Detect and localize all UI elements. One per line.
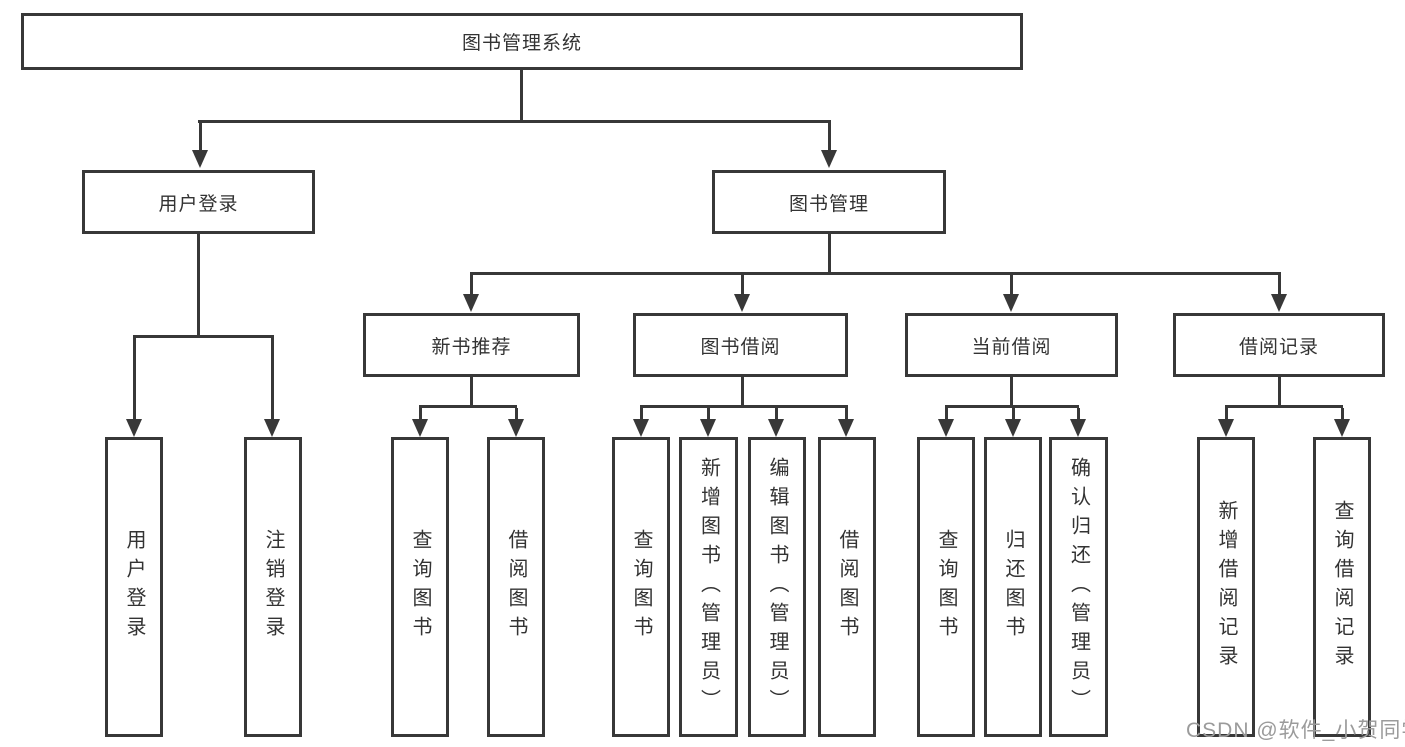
node-label: 查询借阅记录: [1331, 500, 1353, 674]
arrowhead-down-icon: [264, 419, 280, 437]
connector-line: [775, 408, 778, 422]
arrowhead-down-icon: [508, 419, 524, 437]
node-label: 借阅图书: [836, 529, 858, 645]
connector-line: [1278, 377, 1281, 408]
connector-line: [1225, 408, 1228, 422]
node-label: 查询图书: [630, 529, 652, 645]
node-new-book-recommend: 新书推荐: [363, 313, 580, 377]
node-label: 图书管理: [788, 193, 869, 215]
node-label: 归还图书: [1002, 529, 1024, 645]
leaf-query-books-current: 查询图书: [917, 437, 975, 737]
connector-line: [198, 120, 831, 123]
arrowhead-down-icon: [734, 294, 750, 312]
node-label: 查询图书: [409, 529, 431, 645]
csdn-watermark: CSDN @软件_小贺同学: [1186, 719, 1405, 742]
arrowhead-down-icon: [1334, 419, 1350, 437]
arrowhead-down-icon: [1005, 419, 1021, 437]
node-user-login: 用户登录: [82, 170, 315, 234]
node-book-management: 图书管理: [712, 170, 946, 234]
node-current-borrow: 当前借阅: [905, 313, 1118, 377]
leaf-user-login: 用户登录: [105, 437, 163, 737]
leaf-return-books: 归还图书: [984, 437, 1042, 737]
connector-line: [828, 120, 831, 153]
connector-line: [515, 408, 518, 422]
connector-line: [741, 377, 744, 408]
arrowhead-down-icon: [412, 419, 428, 437]
node-label: 当前借阅: [971, 336, 1052, 358]
connector-line: [133, 338, 136, 422]
node-label: 图书借阅: [700, 336, 781, 358]
connector-line: [419, 408, 422, 422]
arrowhead-down-icon: [700, 419, 716, 437]
arrowhead-down-icon: [1070, 419, 1086, 437]
leaf-borrow-books-recommend: 借阅图书: [487, 437, 545, 737]
node-label: 查询图书: [935, 529, 957, 645]
leaf-logout: 注销登录: [244, 437, 302, 737]
connector-line: [419, 405, 517, 408]
leaf-query-borrow-record: 查询借阅记录: [1313, 437, 1371, 737]
leaf-query-books-borrow: 查询图书: [612, 437, 670, 737]
connector-line: [640, 408, 643, 422]
connector-line: [1077, 408, 1080, 422]
arrowhead-down-icon: [463, 294, 479, 312]
connector-line: [640, 405, 848, 408]
connector-line: [741, 275, 744, 295]
connector-line: [197, 234, 200, 338]
leaf-add-books-admin: 新增图书（管理员）: [679, 437, 738, 737]
connector-line: [828, 234, 831, 275]
leaf-add-borrow-record: 新增借阅记录: [1197, 437, 1255, 737]
arrowhead-down-icon: [126, 419, 142, 437]
leaf-edit-books-admin: 编辑图书（管理员）: [748, 437, 806, 737]
node-label: 新书推荐: [431, 336, 512, 358]
connector-line: [945, 408, 948, 422]
arrowhead-down-icon: [938, 419, 954, 437]
arrowhead-down-icon: [838, 419, 854, 437]
node-label: 图书管理系统: [461, 33, 582, 54]
arrowhead-down-icon: [768, 419, 784, 437]
node-label: 注销登录: [262, 529, 284, 645]
node-label: 编辑图书（管理员）: [766, 456, 788, 718]
node-label: 用户登录: [123, 529, 145, 645]
connector-line: [1012, 408, 1015, 422]
leaf-confirm-return-admin: 确认归还（管理员）: [1049, 437, 1108, 737]
leaf-borrow-books: 借阅图书: [818, 437, 876, 737]
node-label: 新增借阅记录: [1215, 500, 1237, 674]
node-book-borrow: 图书借阅: [633, 313, 848, 377]
arrowhead-down-icon: [633, 419, 649, 437]
connector-line: [1278, 275, 1281, 295]
arrowhead-down-icon: [1003, 294, 1019, 312]
node-label: 借阅图书: [505, 529, 527, 645]
connector-line: [520, 70, 523, 120]
connector-line: [470, 377, 473, 408]
connector-line: [1225, 405, 1343, 408]
leaf-query-books-recommend: 查询图书: [391, 437, 449, 737]
node-borrow-records: 借阅记录: [1173, 313, 1385, 377]
connector-line: [470, 272, 1281, 275]
connector-line: [707, 408, 710, 422]
connector-line: [133, 335, 274, 338]
connector-line: [845, 408, 848, 422]
connector-line: [1010, 275, 1013, 295]
connector-line: [1010, 377, 1013, 408]
connector-line: [470, 275, 473, 295]
arrowhead-down-icon: [1271, 294, 1287, 312]
connector-line: [945, 405, 1079, 408]
node-label: 新增图书（管理员）: [697, 456, 720, 718]
arrowhead-down-icon: [821, 150, 837, 168]
connector-line: [271, 338, 274, 422]
arrowhead-down-icon: [1218, 419, 1234, 437]
node-label: 用户登录: [158, 193, 239, 215]
node-label: 借阅记录: [1238, 336, 1319, 358]
connector-line: [1341, 408, 1344, 422]
node-root: 图书管理系统: [21, 13, 1023, 70]
connector-line: [199, 120, 202, 153]
node-label: 确认归还（管理员）: [1067, 456, 1090, 718]
arrowhead-down-icon: [192, 150, 208, 168]
